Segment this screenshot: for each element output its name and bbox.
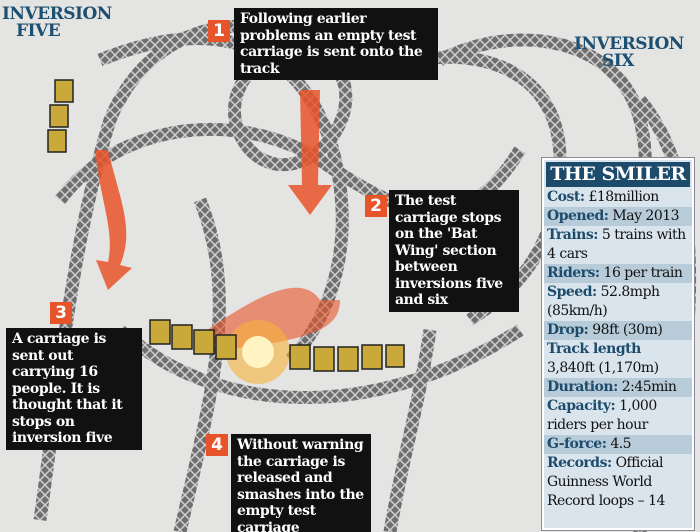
fact-value: 5 trains with 4 cars <box>547 227 686 262</box>
fact-key: Cost: <box>547 189 585 205</box>
explosion <box>226 320 290 384</box>
fact-row: Drop: 98ft (30m) <box>544 321 692 340</box>
label-line: FIVE <box>16 21 61 41</box>
fact-value: 16 per train <box>603 265 683 281</box>
fact-row: Riders: 16 per train <box>544 264 692 283</box>
fact-key: Speed: <box>547 284 597 300</box>
fact-key: Trains: <box>547 227 598 243</box>
callout-step-1: Following earlier problems an empty test… <box>234 8 438 80</box>
fact-value: 3,840ft (1,170m) <box>547 360 659 376</box>
step-number-4: 4 <box>206 434 228 456</box>
fact-row: Track length 3,840ft (1,170m) <box>544 340 692 378</box>
label-line: INVERSION <box>574 34 684 54</box>
fact-key: Track length <box>547 341 641 357</box>
fact-value: 52.8mph (85km/h) <box>547 284 660 319</box>
label-inversion-five: INVERSION FIVE <box>2 6 112 40</box>
callout-step-2: The test carriage stops on the 'Bat Wing… <box>389 190 519 312</box>
fact-row: Records: Official Guinness World Record … <box>544 454 692 511</box>
fact-value: May 2013 <box>612 208 680 224</box>
fact-key: G-force: <box>547 436 607 452</box>
fact-key: Riders: <box>547 265 600 281</box>
callout-step-4: Without warning the carriage is released… <box>231 434 371 532</box>
fact-row: Cost: £18million <box>544 188 692 207</box>
fact-value: 4.5 <box>610 436 632 452</box>
fact-value: Official Guinness World Record loops – 1… <box>547 455 665 509</box>
fact-key: Drop: <box>547 322 589 338</box>
fact-value: 2:45min <box>621 379 677 395</box>
fact-key: Opened: <box>547 208 609 224</box>
step-number-3: 3 <box>50 302 72 324</box>
fact-row: Duration: 2:45min <box>544 378 692 397</box>
fact-key: Duration: <box>547 379 618 395</box>
fact-row: Opened: May 2013 <box>544 207 692 226</box>
facts-title: THE SMILER <box>546 162 690 187</box>
label-line: INVERSION <box>2 4 112 24</box>
callout-step-3: A carriage is sent out carrying 16 peopl… <box>6 328 142 450</box>
fact-key: Records: <box>547 455 612 471</box>
carriages <box>47 79 405 372</box>
fact-value: 1,000 riders per hour <box>547 398 657 433</box>
fact-row: Trains: 5 trains with 4 cars <box>544 226 692 264</box>
fact-row: Capacity: 1,000 riders per hour <box>544 397 692 435</box>
fact-value: £18million <box>588 189 659 205</box>
fact-row: G-force: 4.5 <box>544 435 692 454</box>
step-number-1: 1 <box>208 20 230 42</box>
fact-value: 98ft (30m) <box>592 322 663 338</box>
fact-key: Capacity: <box>547 398 616 414</box>
label-line: SIX <box>602 51 634 71</box>
step-number-2: 2 <box>365 195 387 217</box>
label-inversion-six: INVERSION SIX <box>574 36 684 70</box>
fact-row: Speed: 52.8mph (85km/h) <box>544 283 692 321</box>
